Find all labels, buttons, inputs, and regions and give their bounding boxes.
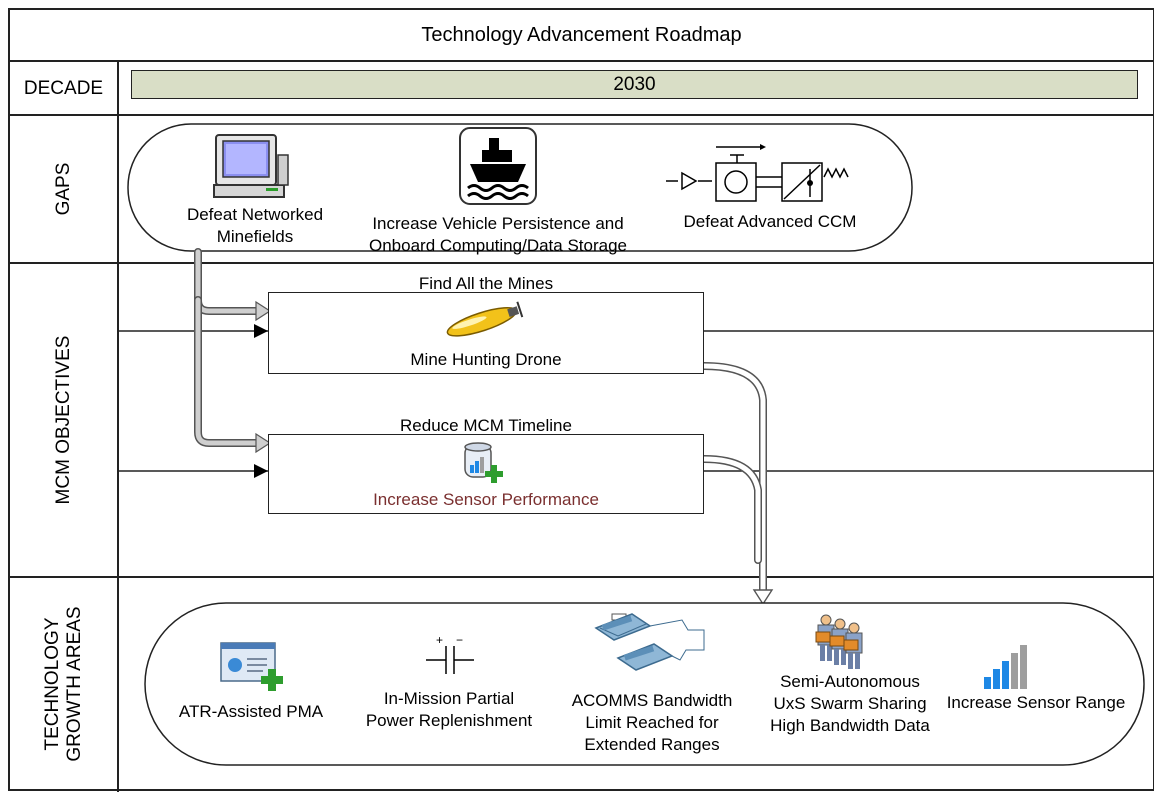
- objective-box-mine-hunting: Mine Hunting Drone: [268, 292, 704, 374]
- drone-icon: [446, 301, 524, 337]
- growth-label-swarm-sharing: Semi-Autonomous UxS Swarm Sharing High B…: [770, 672, 930, 735]
- row-label-growth-areas: TECHNOLOGY GROWTH AREAS: [42, 606, 86, 761]
- svg-text:+: +: [436, 633, 443, 647]
- growth-label-line1: TECHNOLOGY: [42, 617, 63, 751]
- roadmap-title: Technology Advancement Roadmap: [421, 24, 742, 46]
- outer-frame: [8, 8, 1154, 791]
- growth-label-atr-pma: ATR-Assisted PMA: [178, 702, 324, 721]
- ship-icon: [459, 127, 537, 205]
- gap-label-networked-minefields: Defeat Networked Minefields: [186, 205, 324, 246]
- objective-to-growth-arrows: [700, 362, 767, 594]
- gap-label-vehicle-persistence: Increase Vehicle Persistence and Onboard…: [369, 214, 627, 255]
- growth-areas-pill: [144, 602, 1145, 766]
- decade-bar: 2030: [131, 70, 1138, 99]
- objective-label-mine-hunting: Mine Hunting Drone: [410, 350, 562, 369]
- growth-label-acomms-bandwidth: ACOMMS Bandwidth Limit Reached for Exten…: [571, 691, 733, 754]
- growth-label-sensor-range: Increase Sensor Range: [946, 693, 1126, 712]
- row-label-decade: DECADE: [23, 78, 104, 99]
- monitor-add-icon: [220, 642, 283, 691]
- row-label-gaps: GAPS: [53, 162, 74, 216]
- circuit-schematic-icon: [666, 144, 849, 202]
- telephones-icon: [594, 613, 705, 671]
- computer-icon: [213, 134, 289, 198]
- svg-text:−: −: [456, 633, 463, 647]
- row-label-objectives: MCM OBJECTIVES: [53, 335, 74, 505]
- objective-label-sensor-performance: Increase Sensor Performance: [373, 490, 599, 509]
- capacitor-icon: + −: [426, 633, 474, 674]
- swarm-people-icon: [815, 614, 863, 669]
- objective-heading-reduce-timeline: Reduce MCM Timeline: [400, 416, 572, 435]
- objective-box-sensor-performance: Increase Sensor Performance: [268, 434, 704, 514]
- growth-label-line2: GROWTH AREAS: [64, 606, 85, 762]
- growth-label-power-replenishment: In-Mission Partial Power Replenishment: [365, 689, 533, 730]
- gap-to-objective-arrows: [194, 248, 262, 447]
- objective-heading-find-mines: Find All the Mines: [418, 274, 554, 293]
- gap-label-advanced-ccm: Defeat Advanced CCM: [683, 212, 857, 231]
- signal-bars-icon: [984, 645, 1027, 689]
- sensor-database-icon: [464, 442, 503, 483]
